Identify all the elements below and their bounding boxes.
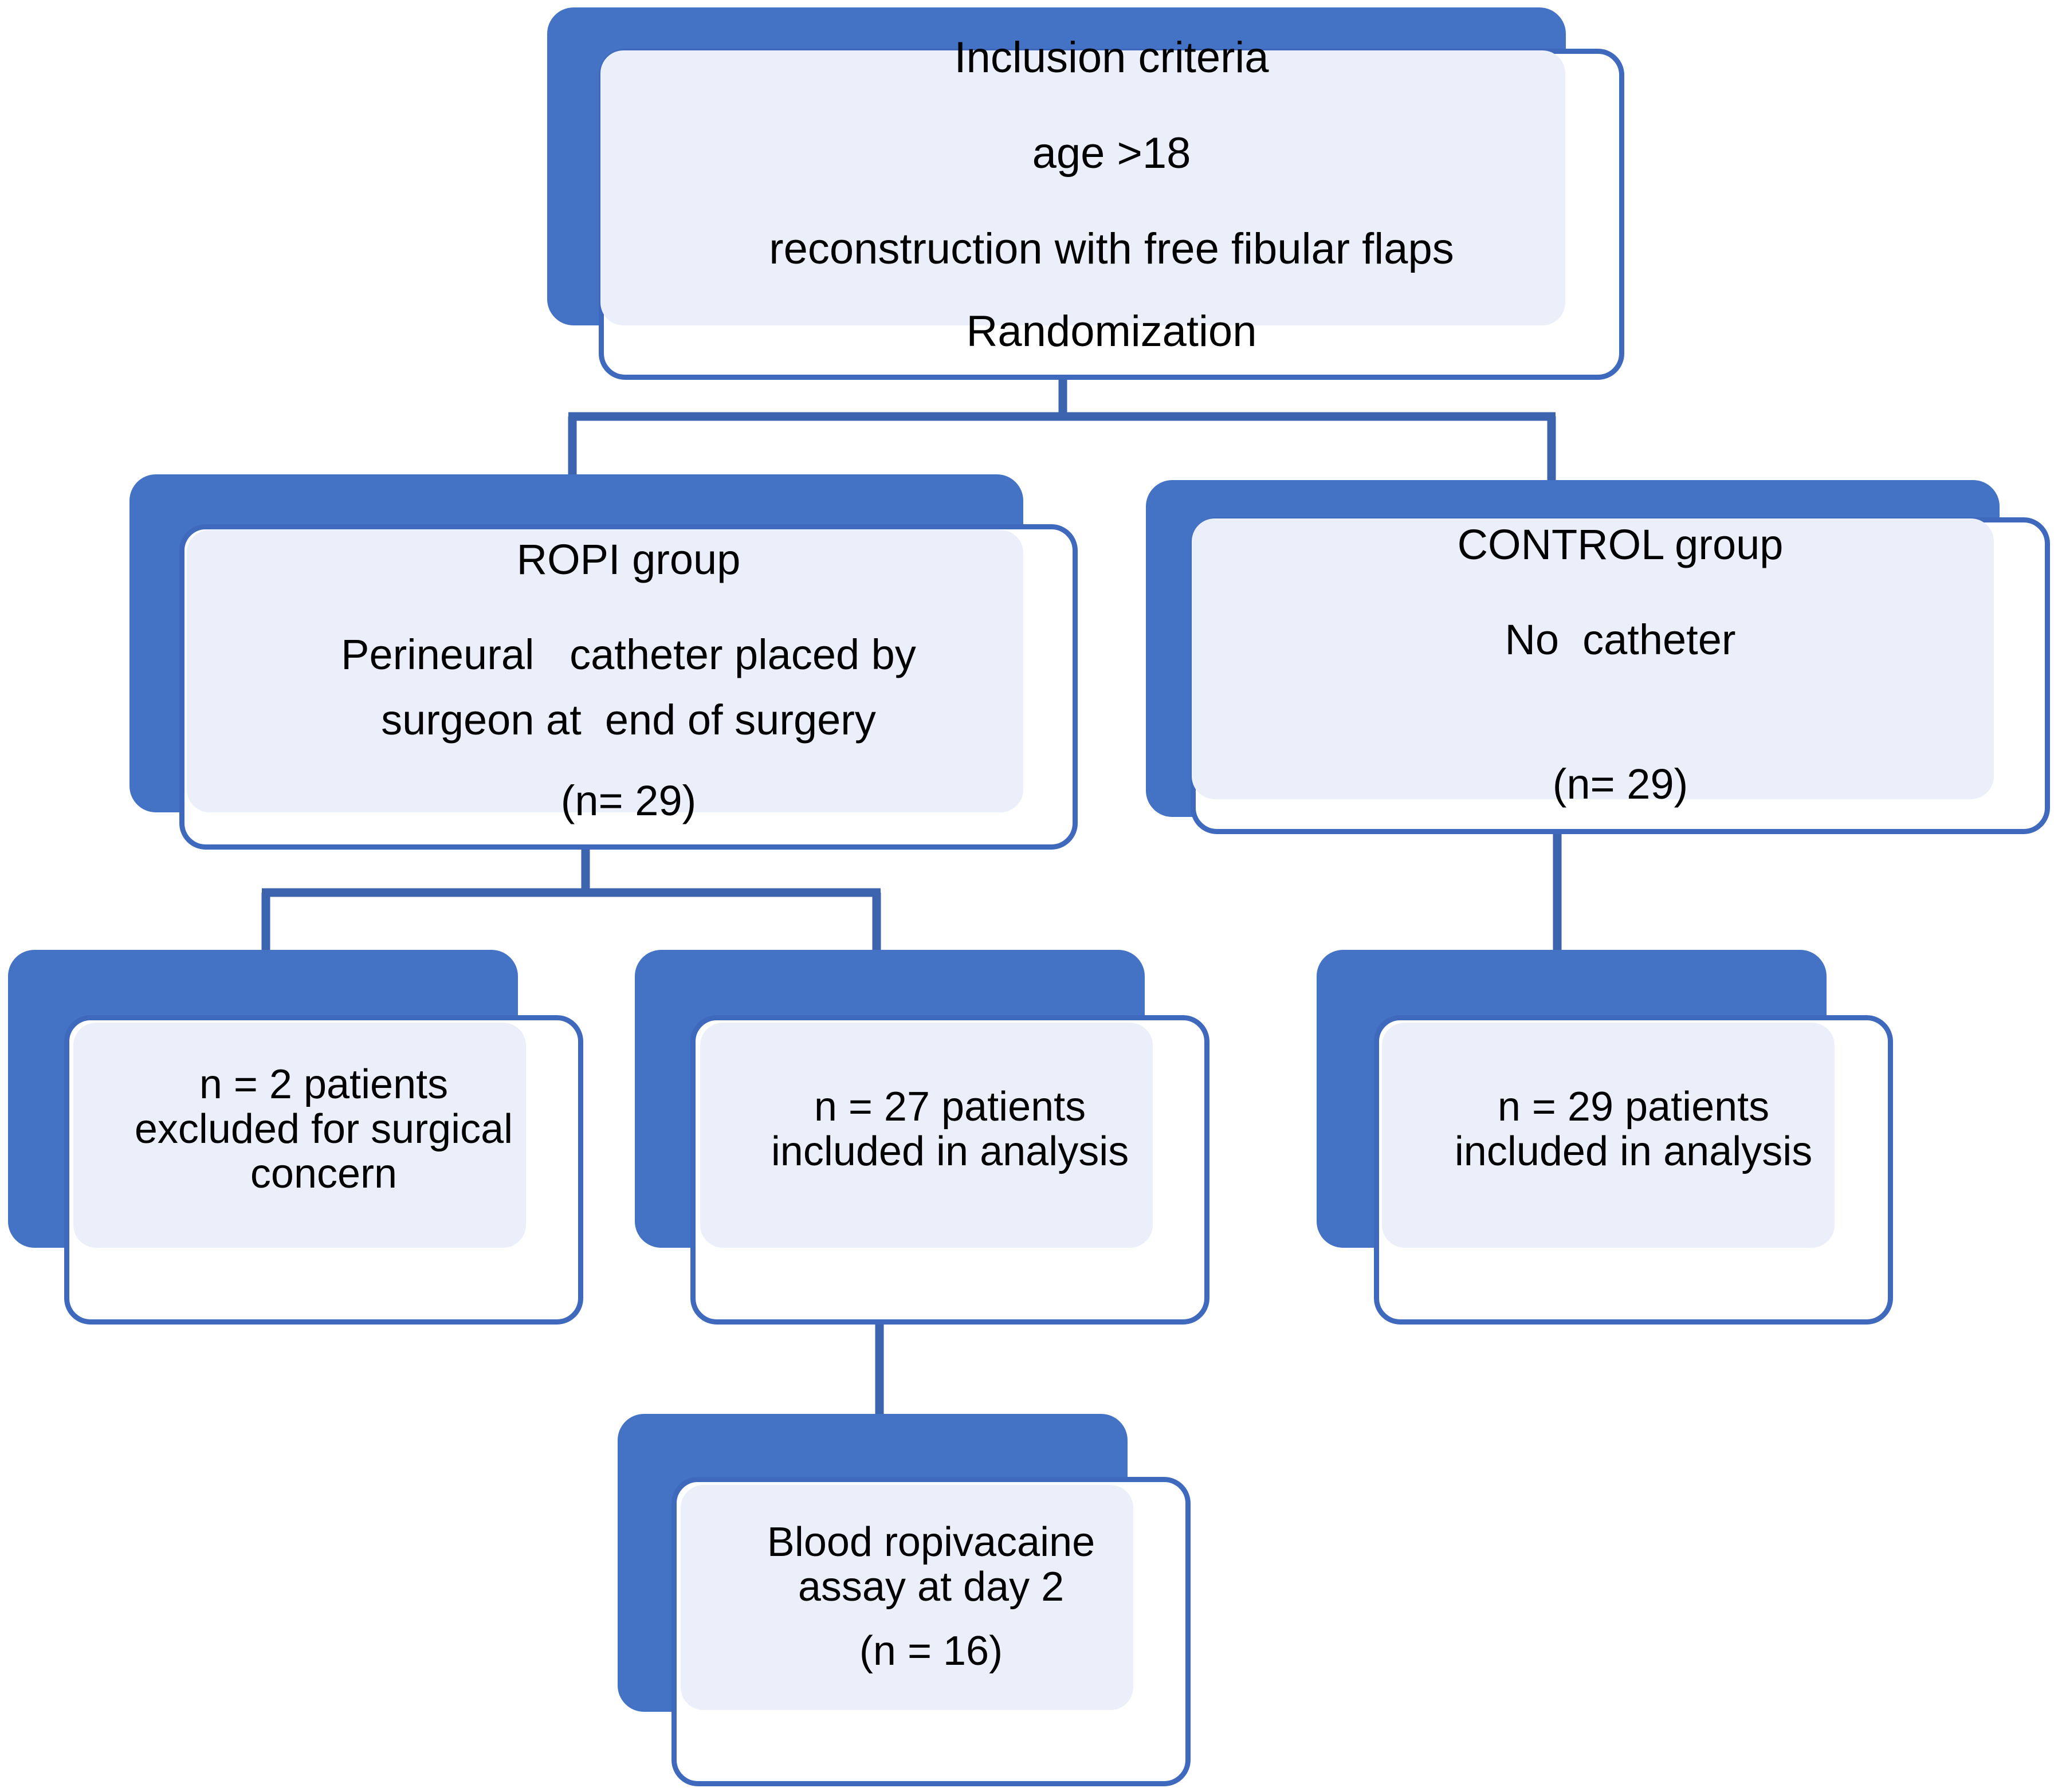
inclusion-line-4: Randomization <box>966 306 1257 356</box>
ropi-line-4: (n= 29) <box>560 777 697 825</box>
excluded-patients-node[interactable]: n = 2 patients excluded for surgical con… <box>0 0 688 1325</box>
node-fill-plate <box>1382 1023 1835 1248</box>
ropi-analyzed-line-1: n = 27 patients <box>814 1084 1086 1130</box>
control-group-node[interactable]: CONTROL group No catheter (n= 29) <box>0 0 2054 859</box>
control-analyzed-node[interactable]: n = 29 patients included in analysis <box>0 0 2054 1346</box>
inclusion-criteria-text: Inclusion criteria age >18 reconstructio… <box>599 34 1624 355</box>
excluded-line-3: concern <box>250 1150 398 1197</box>
control-analyzed-line-2: included in analysis <box>1454 1129 1813 1174</box>
inclusion-line-3: reconstruction with free fibular flaps <box>769 225 1454 274</box>
ropi-analyzed-line-2: included in analysis <box>771 1129 1129 1174</box>
control-analyzed-text: n = 29 patients included in analysis <box>1374 1015 1893 1244</box>
excluded-line-2: excluded for surgical <box>134 1106 513 1153</box>
inclusion-line-2: age >18 <box>1032 129 1191 178</box>
ropi-line-3: surgeon at end of surgery <box>381 695 876 744</box>
assay-line-1: Blood ropivacaine <box>767 1519 1095 1566</box>
control-line-3: (n= 29) <box>1552 760 1688 808</box>
control-analyzed-line-1: n = 29 patients <box>1497 1084 1770 1130</box>
ropi-analyzed-text: n = 27 patients included in analysis <box>690 1015 1209 1244</box>
node-fill-plate <box>1192 518 1994 799</box>
node-fill-plate <box>187 530 1023 812</box>
assay-line-3: (n = 16) <box>859 1628 1003 1674</box>
node-fill-plate <box>73 1023 526 1248</box>
control-line-1: CONTROL group <box>1457 521 1784 569</box>
node-fill-plate <box>681 1485 1133 1710</box>
inclusion-criteria-node[interactable]: Inclusion criteria age >18 reconstructio… <box>0 0 2054 401</box>
control-group-text: CONTROL group No catheter (n= 29) <box>1191 504 2050 825</box>
ropi-group-node[interactable]: ROPI group Perineural catheter placed by… <box>0 0 1146 859</box>
assay-line-2: assay at day 2 <box>798 1564 1065 1610</box>
ropi-line-1: ROPI group <box>516 535 741 583</box>
excluded-patients-text: n = 2 patients excluded for surgical con… <box>64 1015 583 1244</box>
excluded-line-1: n = 2 patients <box>199 1062 449 1108</box>
ropi-group-text: ROPI group Perineural catheter placed by… <box>179 524 1078 836</box>
ropi-line-2: Perineural catheter placed by <box>341 630 916 678</box>
control-line-2: No catheter <box>1505 616 1736 664</box>
blood-assay-node[interactable]: Blood ropivacaine assay at day 2 (n = 16… <box>0 0 1318 1792</box>
ropi-analyzed-node[interactable]: n = 27 patients included in analysis <box>0 0 1318 1346</box>
node-fill-plate <box>600 50 1565 325</box>
blood-assay-text: Blood ropivacaine assay at day 2 (n = 16… <box>671 1477 1191 1718</box>
inclusion-line-1: Inclusion criteria <box>954 33 1269 82</box>
node-fill-plate <box>700 1023 1153 1248</box>
